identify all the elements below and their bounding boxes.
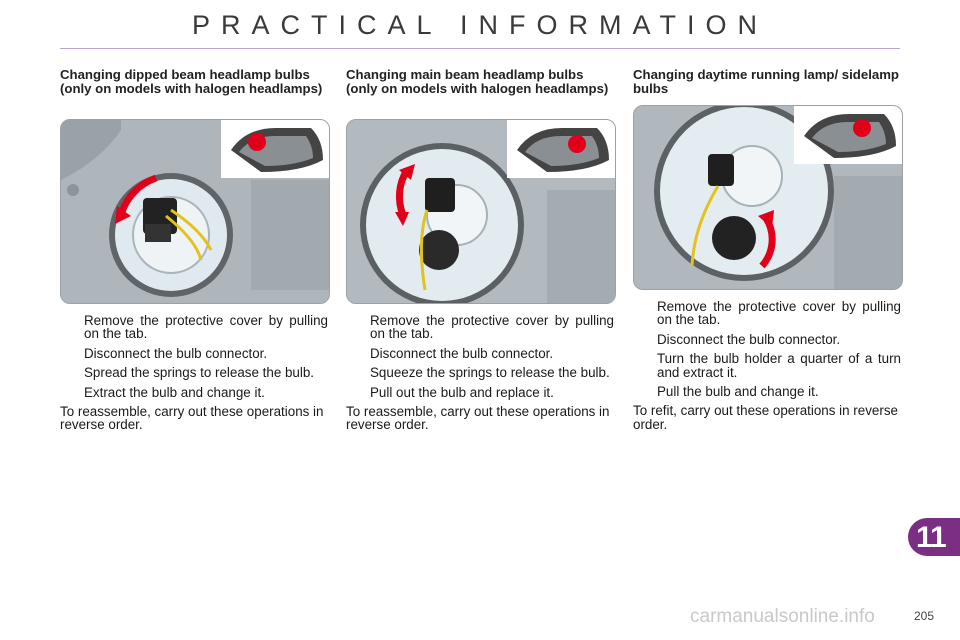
list-item: Extract the bulb and change it.	[60, 384, 328, 400]
chapter-number: 11	[916, 521, 947, 554]
reassembly-note: To reassemble, carry out these operation…	[60, 404, 324, 433]
title-divider	[60, 48, 900, 49]
list-item: Remove the protective cover by pulling o…	[60, 314, 328, 341]
dipped-beam-illustration	[60, 119, 330, 304]
list-item: Remove the protective cover by pulling o…	[346, 314, 614, 341]
reassembly-note: To reassemble, carry out these operation…	[346, 404, 610, 433]
list-item: Disconnect the bulb connector.	[346, 347, 614, 360]
section-heading: Changing main beam headlamp bulbs (only …	[346, 67, 609, 96]
step-text: Pull the bulb and change it.	[657, 384, 819, 400]
reassembly-note: To refit, carry out these operations in …	[633, 403, 898, 432]
step-text: Spread the springs to release the bulb.	[84, 365, 315, 381]
page-number: 205	[914, 609, 935, 623]
list-item: Spread the springs to release the bulb.	[60, 366, 328, 379]
column-daytime-running-lamp: Changing daytime running lamp/ sidelamp …	[633, 67, 903, 432]
steps-list: Remove the protective cover by pulling o…	[633, 300, 901, 399]
watermark: carmanualsonline.info	[690, 606, 875, 627]
list-item: Pull the bulb and change it.	[633, 385, 901, 398]
main-beam-illustration	[346, 119, 616, 304]
list-item: Pull out the bulb and replace it.	[346, 384, 614, 400]
step-text: Disconnect the bulb connector.	[370, 345, 554, 361]
step-text: Squeeze the springs to release the bulb.	[370, 365, 610, 381]
step-text: Turn the bulb holder a quarter of a turn…	[657, 351, 901, 380]
section-heading: Changing daytime running lamp/ sidelamp …	[633, 67, 899, 96]
list-item: Turn the bulb holder a quarter of a turn…	[633, 352, 901, 379]
column-main-beam: Changing main beam headlamp bulbs (only …	[346, 67, 616, 433]
page-title: PRACTICAL INFORMATION	[191, 10, 768, 40]
steps-list: Remove the protective cover by pulling o…	[346, 314, 614, 399]
step-text: Remove the protective cover by pulling o…	[84, 313, 328, 342]
list-item: Remove the protective cover by pulling o…	[633, 300, 901, 327]
sidelamp-illustration	[633, 105, 903, 290]
step-text: Disconnect the bulb connector.	[84, 345, 268, 361]
list-item: Squeeze the springs to release the bulb.	[346, 366, 614, 379]
steps-list: Remove the protective cover by pulling o…	[60, 314, 328, 399]
list-item: Disconnect the bulb connector.	[60, 347, 328, 360]
column-dipped-beam: Changing dipped beam headlamp bulbs (onl…	[60, 67, 330, 433]
section-heading: Changing dipped beam headlamp bulbs (onl…	[60, 67, 323, 96]
chapter-tab	[908, 518, 960, 556]
step-text: Pull out the bulb and replace it.	[370, 384, 554, 400]
step-text: Remove the protective cover by pulling o…	[657, 299, 901, 328]
step-text: Disconnect the bulb connector.	[657, 331, 841, 347]
step-text: Remove the protective cover by pulling o…	[370, 313, 614, 342]
list-item: Disconnect the bulb connector.	[633, 333, 901, 346]
step-text: Extract the bulb and change it.	[84, 384, 265, 400]
